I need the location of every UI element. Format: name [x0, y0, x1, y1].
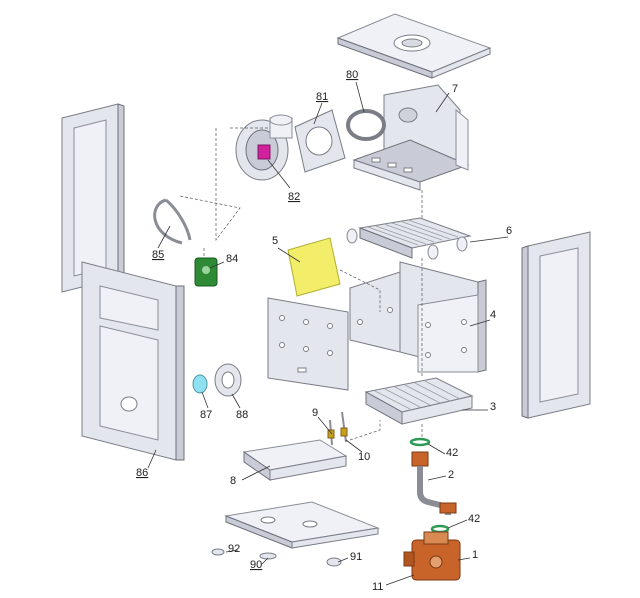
part-86-front-door [81, 261, 185, 461]
part-6-heat-exchanger [346, 217, 472, 260]
part-80-gasket-ring [346, 109, 386, 141]
top-cover-plate [336, 13, 492, 79]
leader-lines [147, 81, 509, 586]
callout-90: 90 [250, 559, 262, 571]
part-84-pressure-switch [194, 257, 218, 287]
part-1-gas-valve [403, 531, 461, 581]
callout-81: 81 [316, 91, 328, 103]
callout-87: 87 [200, 409, 212, 421]
callout-4: 4 [490, 309, 496, 321]
fan-motor-magenta [257, 144, 271, 160]
combustion-front-panel [267, 297, 349, 391]
callout-80: 80 [346, 69, 358, 81]
part-82-fan [235, 114, 293, 181]
callout-86: 86 [136, 467, 148, 479]
callout-42-lower: 42 [468, 513, 480, 525]
callout-7: 7 [452, 83, 458, 95]
callout-82: 82 [288, 191, 300, 203]
part-88-sight-ring [214, 363, 242, 397]
callout-9: 9 [312, 407, 318, 419]
callout-88: 88 [236, 409, 248, 421]
part-42-seal-upper [409, 437, 431, 447]
part-85-tube [153, 198, 192, 245]
callout-5: 5 [272, 235, 278, 247]
assembly-dashed-lines [179, 127, 423, 441]
part-8-lower-tray [242, 439, 348, 481]
callout-11: 11 [372, 581, 383, 593]
callout-42-upper: 42 [446, 447, 458, 459]
base-plate [224, 501, 380, 549]
callout-8: 8 [230, 475, 236, 487]
callout-1: 1 [472, 549, 478, 561]
callout-labels: 7 80 81 82 85 84 5 6 4 3 9 10 42 2 42 1 … [136, 69, 512, 593]
part-42-seal-lower [430, 524, 450, 534]
part-2-gas-pipe [411, 451, 457, 516]
callout-85: 85 [152, 249, 164, 261]
part-5-insulation [287, 237, 341, 297]
part-4-combustion-chamber [349, 261, 487, 373]
part-7-hood [352, 84, 470, 191]
callout-2: 2 [448, 469, 454, 481]
callout-91: 91 [350, 551, 362, 563]
parts-feet [211, 548, 342, 567]
part-3-burner [364, 377, 474, 425]
callout-3: 3 [490, 401, 496, 413]
right-side-panel [521, 231, 591, 419]
part-9-10-electrodes [327, 411, 348, 446]
part-87-sight-glass [192, 374, 208, 394]
left-side-panel [61, 103, 125, 293]
callout-10: 10 [358, 451, 370, 463]
part-81-flange-plate [294, 109, 346, 173]
callout-92: 92 [228, 543, 240, 555]
callout-6: 6 [506, 225, 512, 237]
callout-84: 84 [226, 253, 238, 265]
